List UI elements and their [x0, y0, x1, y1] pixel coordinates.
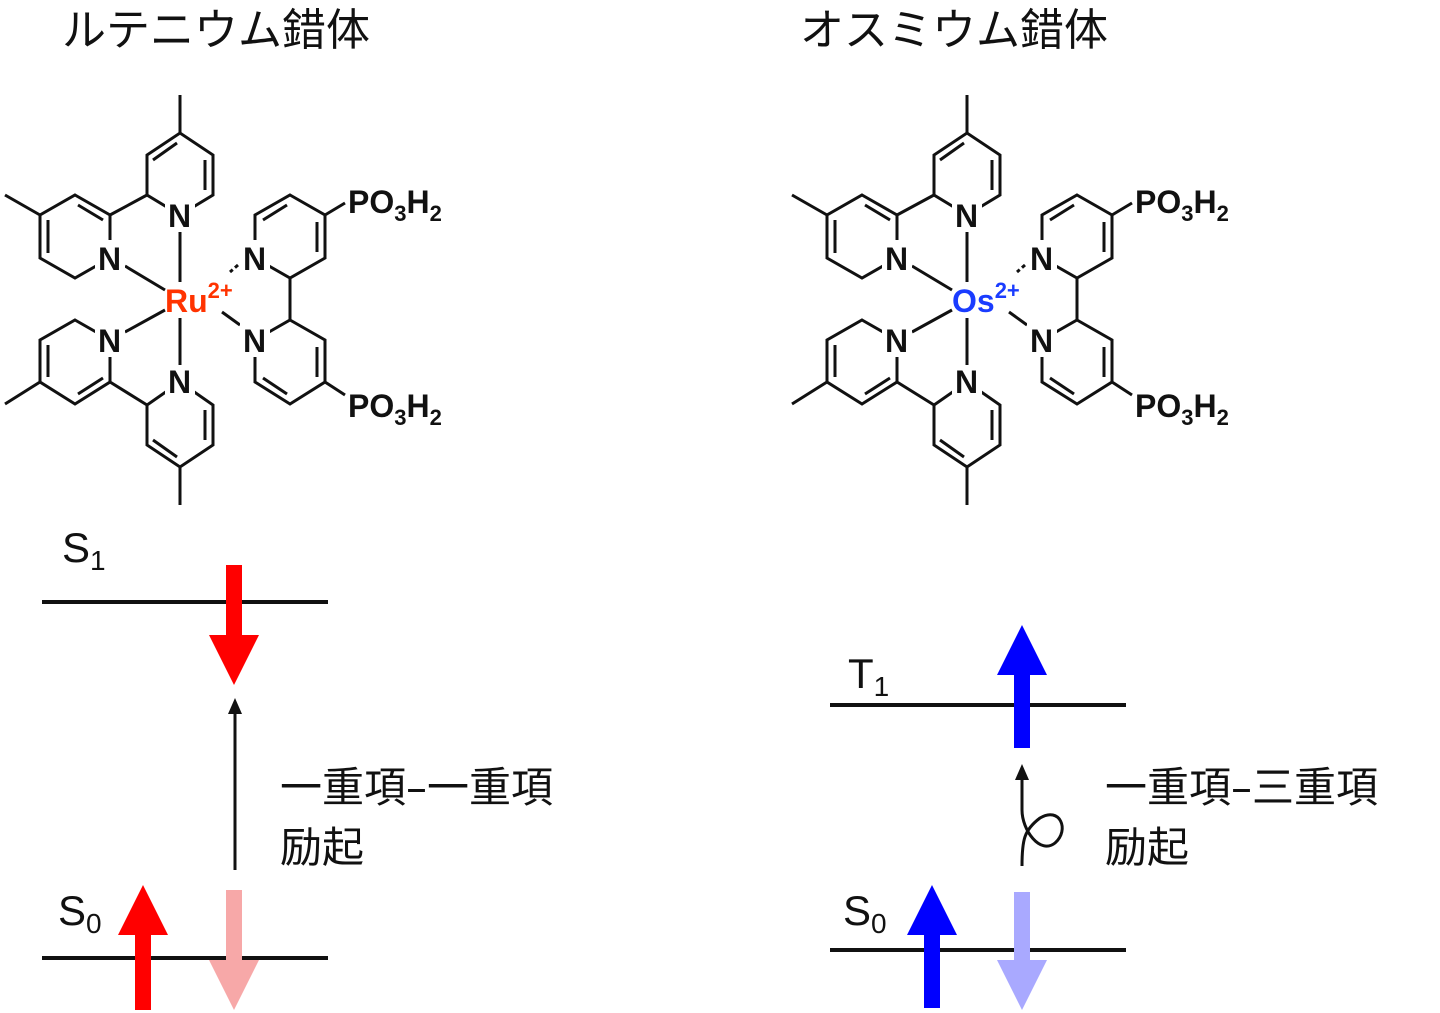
n-atom: N: [98, 241, 121, 277]
phosphonate-group: PO3H2: [1135, 184, 1229, 226]
transition-label-line2: 励起: [280, 823, 364, 872]
phosphonate-group: PO3H2: [348, 388, 442, 430]
osmium-complex: オスミウム錯体 N N N N N N Os2+ PO3H2 PO3H2: [790, 5, 1229, 507]
spin-up-arrow-excited: [997, 625, 1047, 748]
metal-center-os: Os2+: [952, 278, 1020, 319]
n-atom: N: [955, 198, 978, 234]
spin-down-arrow-faded: [997, 892, 1047, 1010]
n-atom: N: [98, 323, 121, 359]
ruthenium-complex-title: ルテニウム錯体: [62, 5, 370, 56]
s0-level-label: S0: [58, 887, 102, 939]
s1-level-label: S1: [62, 524, 106, 576]
n-atom: N: [885, 241, 908, 277]
spin-flip-excitation-arrow: [1020, 778, 1064, 867]
n-atom: N: [955, 364, 978, 400]
n-atom: N: [885, 323, 908, 359]
n-atom: N: [168, 364, 191, 400]
n-atom: N: [1030, 241, 1053, 277]
singlet-singlet-diagram: S1 S0 一重項–一重項 励起: [42, 524, 553, 1010]
excitation-arrowhead: [1015, 764, 1029, 780]
phosphonate-group: PO3H2: [1135, 388, 1229, 430]
phosphonate-group: PO3H2: [348, 184, 442, 226]
nitrogen-atoms: N N N N N N: [885, 198, 1053, 400]
singlet-triplet-diagram: T1 S0 一重項–三重項 励起: [830, 625, 1378, 1010]
n-atom: N: [243, 241, 266, 277]
nitrogen-atoms: N N N N N N: [98, 198, 266, 400]
spin-down-arrow-faded: [209, 890, 259, 1010]
n-atom: N: [243, 323, 266, 359]
transition-label-line1: 一重項–三重項: [1105, 763, 1378, 812]
ruthenium-complex: ルテニウム錯体 N N N N N N Ru2+ PO3H2 PO3H2: [3, 5, 442, 507]
transition-label-line1: 一重項–一重項: [280, 763, 553, 812]
spin-up-arrow-ground: [907, 885, 957, 1008]
n-atom: N: [1030, 323, 1053, 359]
spin-up-arrow-ground: [118, 885, 168, 1010]
s0-level-label: S0: [843, 887, 887, 939]
metal-center-ru: Ru2+: [165, 278, 233, 319]
t1-level-label: T1: [848, 650, 889, 702]
excitation-arrowhead: [228, 698, 242, 714]
osmium-complex-title: オスミウム錯体: [800, 5, 1108, 56]
n-atom: N: [168, 198, 191, 234]
spin-down-arrow-excited: [209, 565, 259, 685]
transition-label-line2: 励起: [1105, 823, 1189, 872]
